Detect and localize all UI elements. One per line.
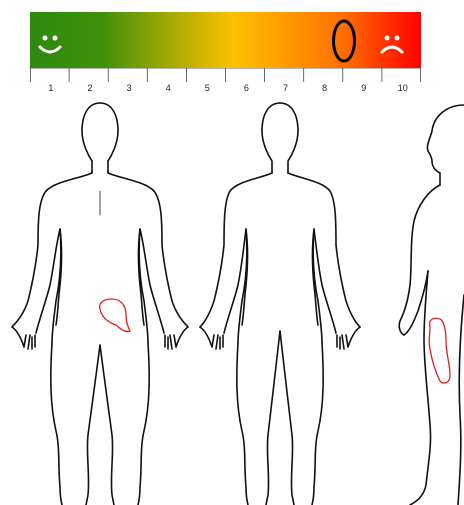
scale-label-7[interactable]: 7 [265, 83, 307, 93]
selected-score-ring [331, 17, 357, 65]
scale-label-10[interactable]: 10 [382, 83, 424, 93]
scale-label-6[interactable]: 6 [226, 83, 268, 93]
scale-label-1[interactable]: 1 [30, 83, 72, 93]
scale-label-5[interactable]: 5 [186, 83, 228, 93]
smiley-face-icon [30, 12, 86, 68]
pain-marking-side-thigh[interactable] [429, 318, 450, 383]
body-side-view[interactable] [399, 105, 464, 505]
frowning-face-icon [365, 12, 421, 68]
body-diagrams [0, 95, 464, 505]
pain-gradient-bar [30, 12, 421, 68]
scale-label-4[interactable]: 4 [147, 83, 189, 93]
scale-label-2[interactable]: 2 [69, 83, 111, 93]
body-front-view[interactable] [200, 103, 360, 505]
scale-label-3[interactable]: 3 [108, 83, 150, 93]
pain-marking-back-buttock[interactable] [100, 299, 130, 332]
scale-label-8[interactable]: 8 [304, 83, 346, 93]
scale-label-9[interactable]: 9 [343, 83, 385, 93]
